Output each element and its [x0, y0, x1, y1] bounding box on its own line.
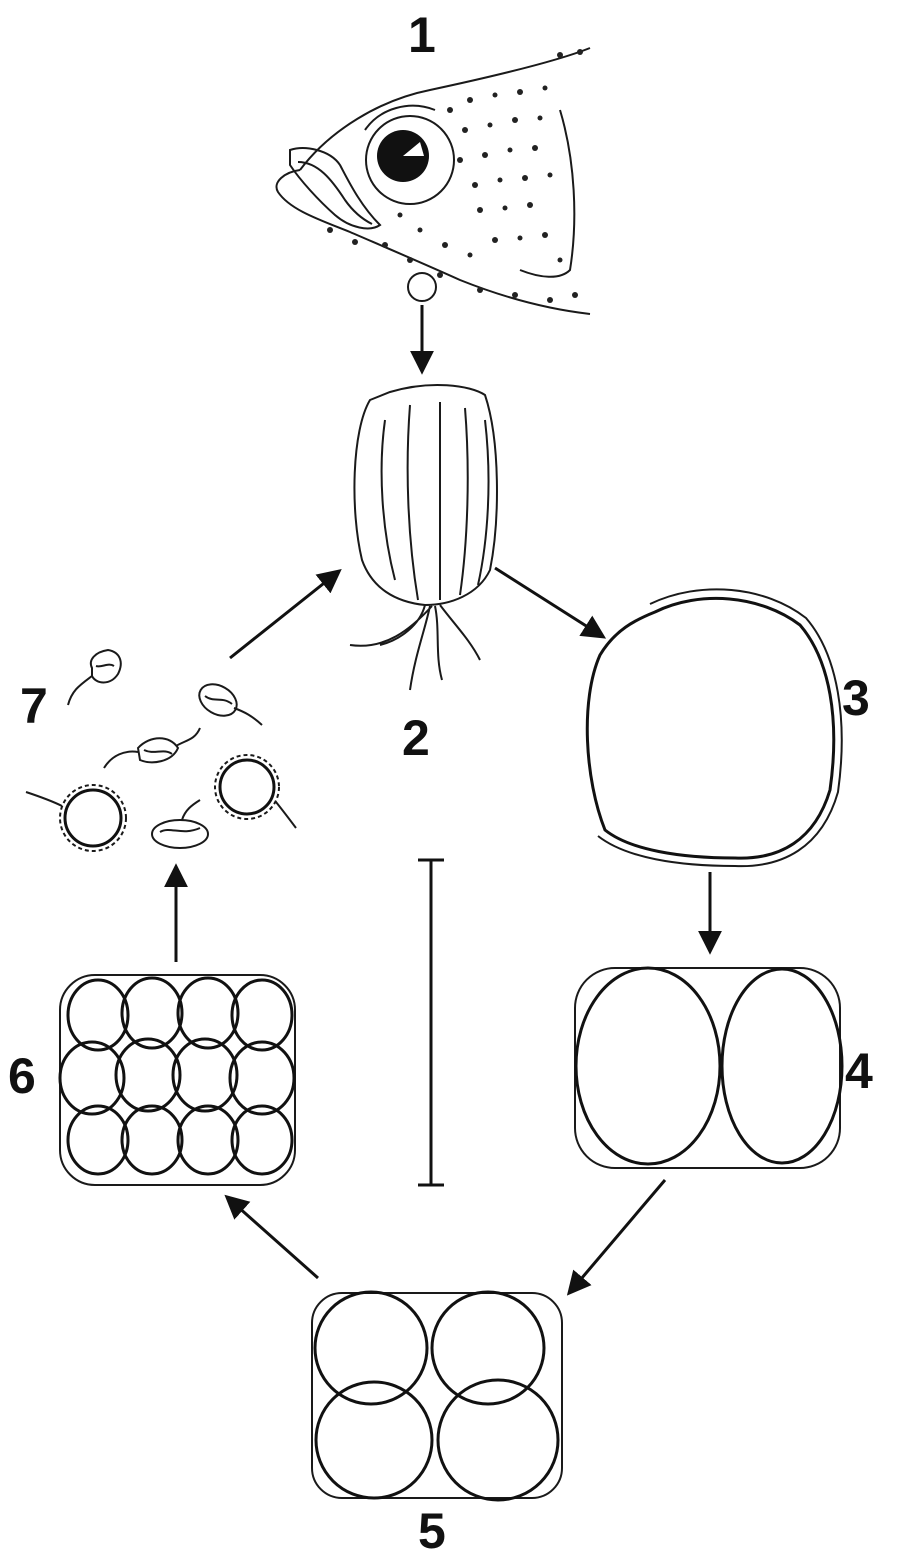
- theront-6: [152, 800, 208, 848]
- theronts: [26, 650, 296, 851]
- arrow-4-to-5: [570, 1180, 665, 1292]
- theront-3: [104, 728, 200, 768]
- stage-label-2: 2: [402, 710, 430, 766]
- arrow-7-to-2: [230, 572, 338, 658]
- theront-2: [194, 678, 262, 725]
- tomont-cell: [587, 589, 841, 866]
- fish-head-illustration: [277, 48, 590, 314]
- stage-label-1: 1: [408, 7, 436, 63]
- trophont-cell: [350, 385, 497, 690]
- four-cell-stage: [312, 1292, 562, 1500]
- scale-bar: [418, 860, 444, 1185]
- multi-cell-tomont: [60, 975, 295, 1185]
- stage-label-7: 7: [20, 678, 48, 734]
- stage-label-4: 4: [845, 1043, 873, 1099]
- two-cell-stage: [575, 968, 842, 1168]
- theront-1: [68, 650, 121, 705]
- theront-5: [215, 755, 296, 828]
- cycle-arrows: [176, 305, 710, 1292]
- theront-4: [26, 785, 126, 851]
- arrow-2-to-3: [495, 568, 602, 636]
- stage-label-5: 5: [418, 1503, 446, 1553]
- arrow-5-to-6: [228, 1198, 318, 1278]
- stage-label-6: 6: [8, 1048, 36, 1104]
- stage-label-3: 3: [842, 670, 870, 726]
